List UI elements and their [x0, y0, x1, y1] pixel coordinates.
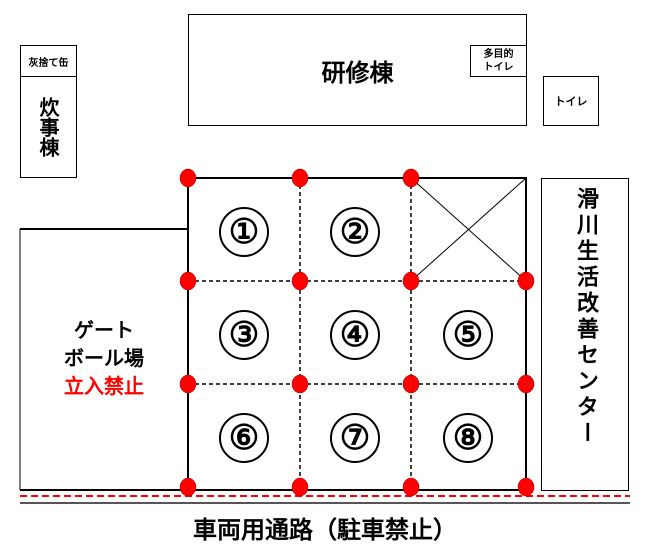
red-marker-dot: [179, 168, 197, 188]
red-marker-dot: [402, 477, 420, 497]
plot-1: ①: [219, 207, 269, 257]
road-label: 車両用通路（駐車禁止）: [193, 516, 457, 544]
red-marker-dot: [517, 477, 535, 497]
no-entry-warning: 立入禁止: [64, 374, 144, 398]
red-marker-dot: [402, 168, 420, 188]
plot-7: ⑦: [330, 413, 380, 463]
red-marker-dot: [291, 374, 309, 394]
ash-can: 灰捨て缶: [20, 45, 77, 77]
red-marker-dot: [402, 271, 420, 291]
closed-cell-cross: [410, 177, 527, 282]
plot-6: ⑥: [219, 413, 269, 463]
kitchen-label: 炊事棟: [36, 97, 60, 157]
red-marker-dot: [291, 168, 309, 188]
multipurpose-toilet: 多目的トイレ: [470, 45, 527, 77]
community-center: 滑川生活改善センター: [541, 178, 629, 491]
plot-3: ③: [219, 310, 269, 360]
training-label: 研修棟: [321, 58, 394, 87]
red-marker-dot: [517, 374, 535, 394]
plot-5: ⑤: [443, 310, 493, 360]
gateball-label: ボール場: [64, 346, 144, 370]
center-label: 滑川生活改善センター: [573, 187, 598, 447]
gateball-label: ゲート: [74, 318, 134, 342]
red-marker-dot: [179, 477, 197, 497]
plot-8: ⑧: [443, 413, 493, 463]
red-marker-dot: [291, 477, 309, 497]
ash-can-label: 灰捨て缶: [28, 57, 69, 69]
multi-toilet-label: 多目的: [483, 49, 514, 60]
red-marker-dot: [402, 374, 420, 394]
plot-2: ②: [330, 207, 380, 257]
kitchen-building: 炊事棟: [20, 76, 77, 178]
plot-4: ④: [330, 310, 380, 360]
red-marker-dot: [179, 374, 197, 394]
toilet: トイレ: [543, 76, 599, 126]
toilet-label: トイレ: [554, 95, 588, 108]
grid-outline: [187, 177, 527, 491]
red-marker-dot: [179, 271, 197, 291]
red-marker-dot: [291, 271, 309, 291]
multi-toilet-label: トイレ: [483, 62, 514, 73]
gateball-area: ゲート ボール場 立入禁止: [20, 316, 188, 400]
red-marker-dot: [517, 271, 535, 291]
